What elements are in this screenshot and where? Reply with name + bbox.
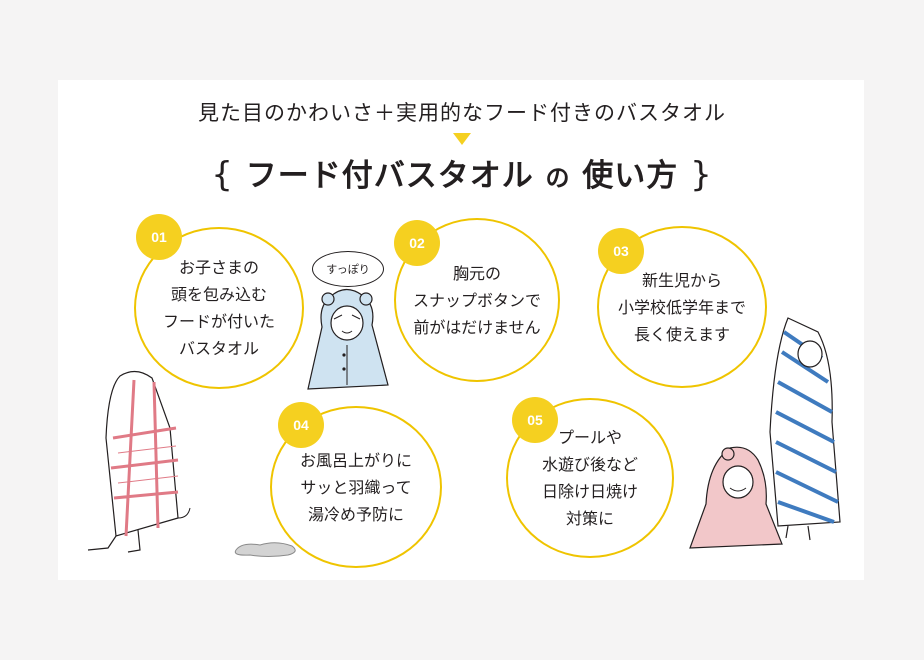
title-close-brace: } [690, 155, 713, 195]
page-subtitle: 見た目のかわいさ＋実用的なフード付きのバスタオル [198, 101, 726, 125]
water-puddle-illustration [234, 542, 296, 557]
down-triangle-icon [453, 133, 471, 145]
page-title: { フード付バスタオル の 使い方 } [0, 150, 924, 195]
use-text-05: プールや 水遊び後など 日除け日焼け 対策に [541, 428, 638, 528]
use-text-01: お子さまの 頭を包み込む フードが付いた バスタオル [162, 258, 275, 358]
child-blue-hood-illustration [307, 288, 389, 390]
number-badge-05: 05 [512, 397, 558, 443]
number-badge-02: 02 [394, 220, 440, 266]
title-open-brace: { [211, 155, 234, 195]
number-badge-03: 03 [598, 228, 644, 274]
use-text-02: 胸元の スナップボタンで 前がはだけません [412, 263, 541, 337]
child-pink-towel-illustration [689, 446, 783, 549]
title-tail: 使い方 [582, 158, 679, 194]
title-main: フード付バスタオル [245, 158, 534, 194]
use-text-03: 新生児から 小学校低学年まで 長く使えます [617, 270, 746, 344]
use-text-04: お風呂上がりに サッと羽織って 湯冷め予防に [299, 450, 412, 524]
child-plaid-towel-illustration [87, 370, 191, 553]
number-badge-01: 01 [136, 214, 182, 260]
child-striped-towel-illustration [769, 317, 841, 541]
title-connector: の [545, 164, 571, 192]
number-badge-04: 04 [278, 402, 324, 448]
use-circle-02: 胸元の スナップボタンで 前がはだけません [394, 218, 560, 382]
speech-bubble: すっぽり [312, 251, 384, 287]
